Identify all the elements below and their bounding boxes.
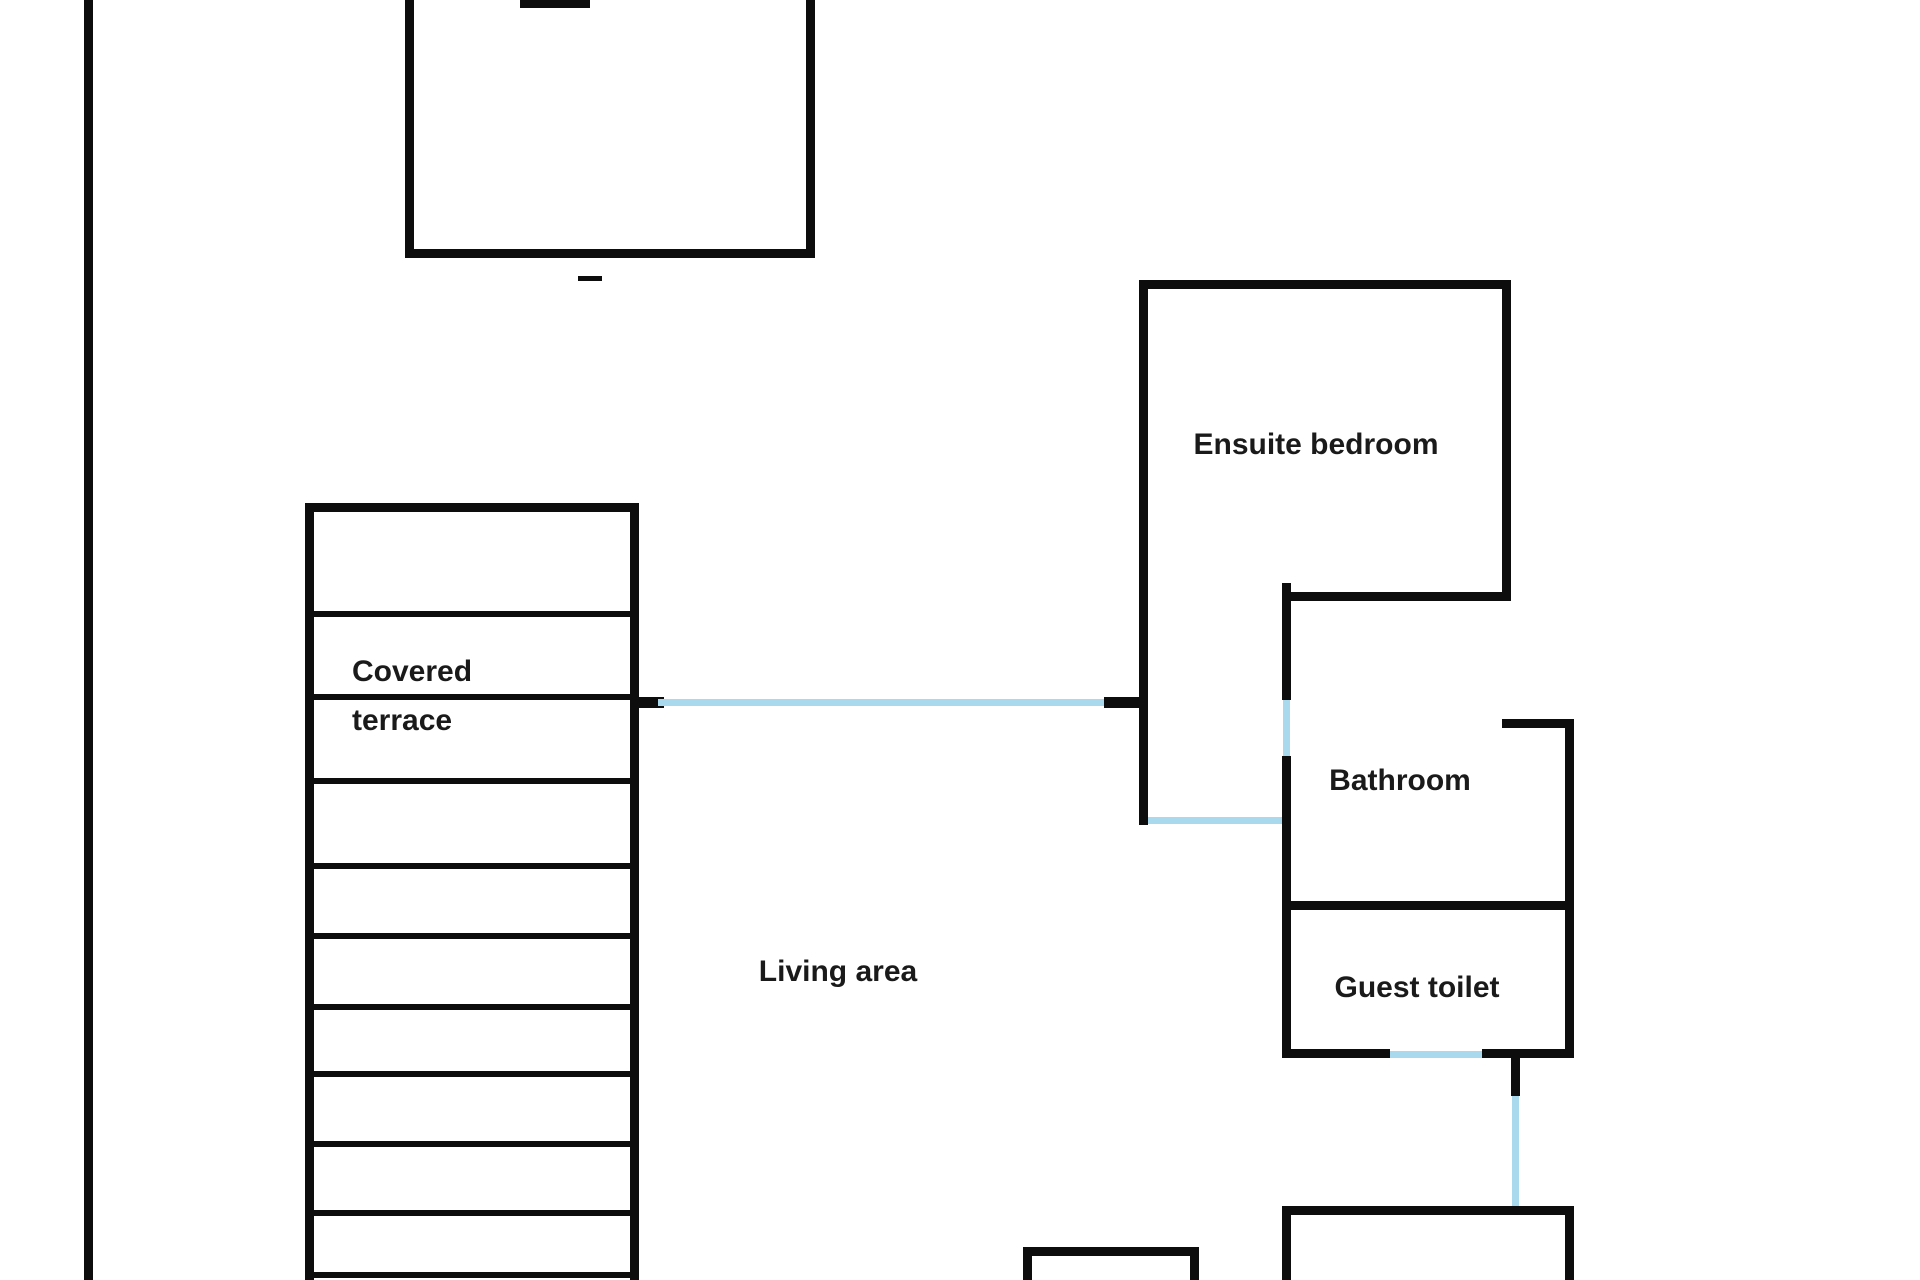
- bedroom-wall-top: [1139, 280, 1511, 289]
- door-jamb: [634, 697, 664, 708]
- top-room-wall-top-segment: [520, 0, 590, 8]
- bathroom-wall-left-upper: [1282, 583, 1291, 700]
- terrace-step-line: [305, 611, 639, 617]
- terrace-step-line: [305, 1141, 639, 1147]
- guest-toilet-wall-bottom-left: [1282, 1049, 1390, 1058]
- terrace-step-line: [305, 1272, 639, 1278]
- guest-toilet-door-opening: [1390, 1051, 1482, 1058]
- bathroom-wall-top: [1282, 592, 1511, 601]
- bedroom-wall-right: [1502, 280, 1511, 601]
- bathroom-wall-left-lower: [1282, 756, 1291, 906]
- terrace-wall-right: [630, 503, 639, 1280]
- passage-wall-stub: [1511, 1049, 1520, 1096]
- passage-door-opening: [1512, 1096, 1519, 1210]
- living-area-label: Living area: [758, 955, 918, 988]
- bottom-right-room-wall-left: [1282, 1206, 1291, 1280]
- covered-terrace-label-line1: Covered: [352, 655, 473, 688]
- guest-toilet-label: Guest toilet: [1334, 971, 1500, 1004]
- bottom-center-room-wall-right: [1190, 1247, 1199, 1280]
- terrace-step-line: [305, 863, 639, 869]
- bathroom-wall-bottom: [1282, 901, 1574, 910]
- bottom-center-room-wall-top: [1023, 1247, 1199, 1256]
- top-room-wall-right: [806, 0, 815, 258]
- outer-left-wall: [84, 0, 93, 1280]
- terrace-step-line: [305, 778, 639, 784]
- bottom-right-room-wall-top: [1282, 1206, 1574, 1215]
- covered-terrace-label-line2: terrace: [352, 704, 453, 737]
- small-wall-mark: [578, 276, 602, 281]
- door-jamb: [1104, 697, 1148, 708]
- terrace-step-line: [305, 694, 639, 700]
- guest-toilet-wall-bottom-right: [1482, 1049, 1574, 1058]
- ensuite-bedroom-label: Ensuite bedroom: [1193, 428, 1439, 461]
- top-room-wall-bottom: [405, 249, 815, 258]
- hall-door-opening: [1148, 817, 1288, 824]
- terrace-step-line: [305, 1071, 639, 1077]
- bottom-right-room-wall-right: [1565, 1206, 1574, 1280]
- terrace-wall-top: [305, 503, 639, 512]
- bathroom-wall-notch: [1502, 719, 1574, 728]
- bedroom-wall-left: [1139, 280, 1148, 825]
- terrace-step-line: [305, 1210, 639, 1216]
- bottom-center-room-wall-left: [1023, 1247, 1032, 1280]
- terrace-door-opening: [658, 699, 1108, 706]
- terrace-step-line: [305, 1004, 639, 1010]
- top-room-wall-left: [405, 0, 414, 258]
- bathroom-label: Bathroom: [1329, 764, 1471, 797]
- terrace-step-line: [305, 933, 639, 939]
- bathroom-door-opening: [1283, 700, 1290, 756]
- terrace-wall-left: [305, 503, 314, 1280]
- bathroom-wall-right: [1565, 719, 1574, 1058]
- guest-toilet-wall-left: [1282, 901, 1291, 1058]
